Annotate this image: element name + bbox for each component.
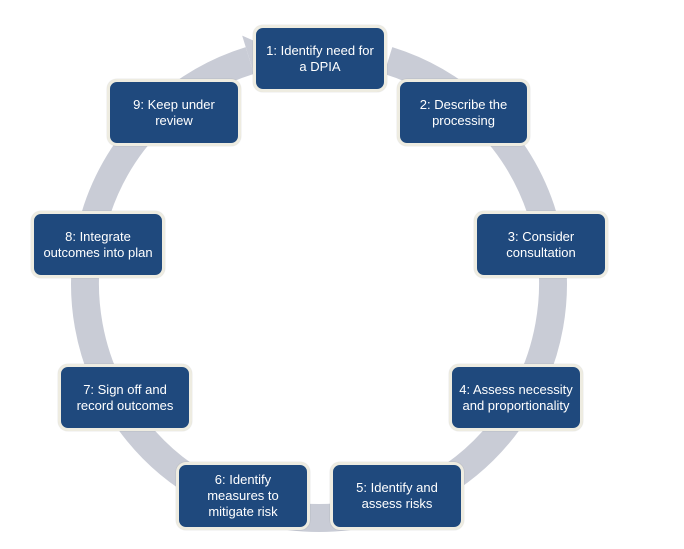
step-2-label: 2: Describe the processing	[419, 96, 508, 128]
step-4-assess-necessity: 4: Assess necessity and proportionality	[449, 364, 583, 431]
step-9-keep-under-review: 9: Keep under review	[107, 79, 241, 146]
cycle-arrow-arc	[71, 47, 567, 532]
step-4-label: 4: Assess necessity and proportionality	[459, 381, 573, 413]
step-6-mitigate-risk: 6: Identify measures to mitigate risk	[176, 462, 310, 530]
step-5-label: 5: Identify and assess risks	[356, 480, 438, 511]
step-3-consider-consultation: 3: Consider consultation	[474, 211, 608, 278]
step-1-label: 1: Identify need for a DPIA	[266, 42, 374, 74]
step-2-describe-processing: 2: Describe the processing	[397, 79, 530, 146]
step-6-label: 6: Identify measures to mitigate risk	[207, 472, 279, 519]
step-7-sign-off: 7: Sign off and record outcomes	[58, 364, 192, 431]
step-7-label: 7: Sign off and record outcomes	[76, 381, 174, 413]
step-1-identify-need: 1: Identify need for a DPIA	[253, 25, 387, 92]
step-8-integrate-outcomes: 8: Integrate outcomes into plan	[31, 211, 165, 278]
step-9-label: 9: Keep under review	[133, 96, 215, 128]
step-8-label: 8: Integrate outcomes into plan	[43, 228, 153, 260]
step-3-label: 3: Consider consultation	[506, 228, 576, 260]
step-5-identify-risks: 5: Identify and assess risks	[330, 462, 464, 530]
